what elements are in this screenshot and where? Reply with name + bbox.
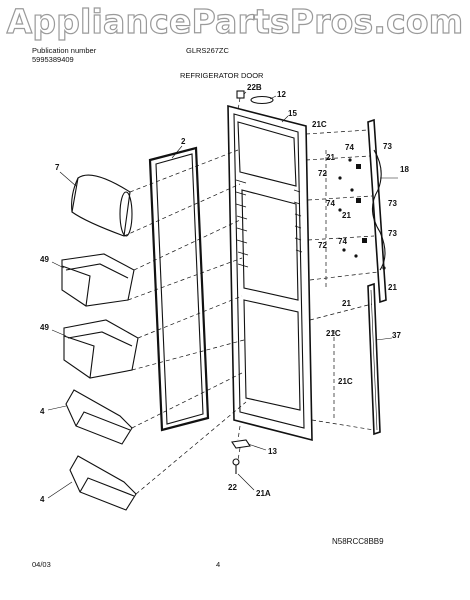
callout-21C-low: 21C [338,377,353,386]
callout-21-a: 21 [326,153,335,162]
handle-trim [367,282,381,436]
footer-date: 04/03 [32,560,51,569]
callout-22B: 22B [247,83,262,92]
callout-74-c: 74 [338,237,347,246]
callout-15: 15 [288,109,297,118]
callout-49-upper: 49 [40,255,49,264]
callout-72-b: 72 [318,241,327,250]
callout-22: 22 [228,483,237,492]
callout-49-lower: 49 [40,323,49,332]
door-bin-lower [63,319,139,379]
page-number: 4 [216,560,221,569]
door-handle-strap [367,118,387,304]
callout-73-c: 73 [388,229,397,238]
callout-21C-top: 21C [312,120,327,129]
hinge-screw [232,458,240,466]
door-liner [227,104,313,442]
door-shelf-upper [65,389,133,445]
publication-label: Publication number [32,46,97,55]
door-gasket [148,146,210,432]
dispenser-bin [71,174,133,237]
callout-21C-mid: 21C [326,329,341,338]
callout-18: 18 [400,165,409,174]
callout-21-c: 21 [342,299,351,308]
bottom-hinge [231,439,251,449]
callout-12: 12 [277,90,286,99]
callout-72-a: 72 [318,169,327,178]
callout-21-b: 21 [342,211,351,220]
callout-2: 2 [181,137,186,146]
callout-37: 37 [392,331,401,340]
watermark-logo: AppliancePartsPros.com [6,1,464,41]
section-title: REFRIGERATOR DOOR [180,71,264,80]
callout-4-upper: 4 [40,407,45,416]
hinge-plate [250,95,274,105]
diagram-code: N58RCC8BB9 [332,537,384,546]
callout-21-d: 21 [388,283,397,292]
door-shelf-lower [69,455,137,511]
model-number: GLRS267ZC [186,46,229,55]
callout-7: 7 [55,163,60,172]
hinge-cap [236,90,245,99]
callout-13: 13 [268,447,277,456]
callout-73-a: 73 [383,142,392,151]
callout-73-b: 73 [388,199,397,208]
publication-number: 5995389409 [32,55,74,64]
callout-21A: 21A [256,489,271,498]
callout-74-b: 74 [326,199,335,208]
door-bin-upper [61,253,135,307]
callout-74-a: 74 [345,143,354,152]
callout-4-lower: 4 [40,495,45,504]
